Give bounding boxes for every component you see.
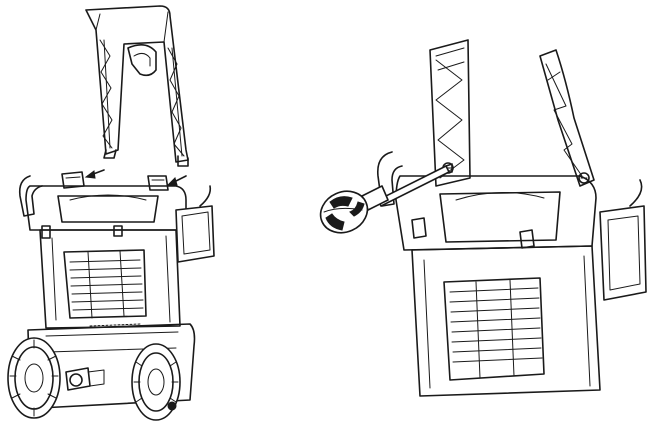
left-panel-handle-insertion: [7, 5, 215, 421]
inserted-handle-right: [539, 49, 595, 187]
inserted-handle-left: [429, 39, 471, 187]
machine-upper-body: [376, 151, 647, 397]
right-panel-screwdriver-fastening: [319, 39, 647, 397]
insertion-arrow-right: [166, 175, 187, 186]
insertion-arrow-left: [84, 169, 105, 179]
screwdriver-icon: [319, 163, 453, 234]
detached-handle: [85, 5, 189, 167]
pressure-washer-body: [7, 171, 215, 421]
